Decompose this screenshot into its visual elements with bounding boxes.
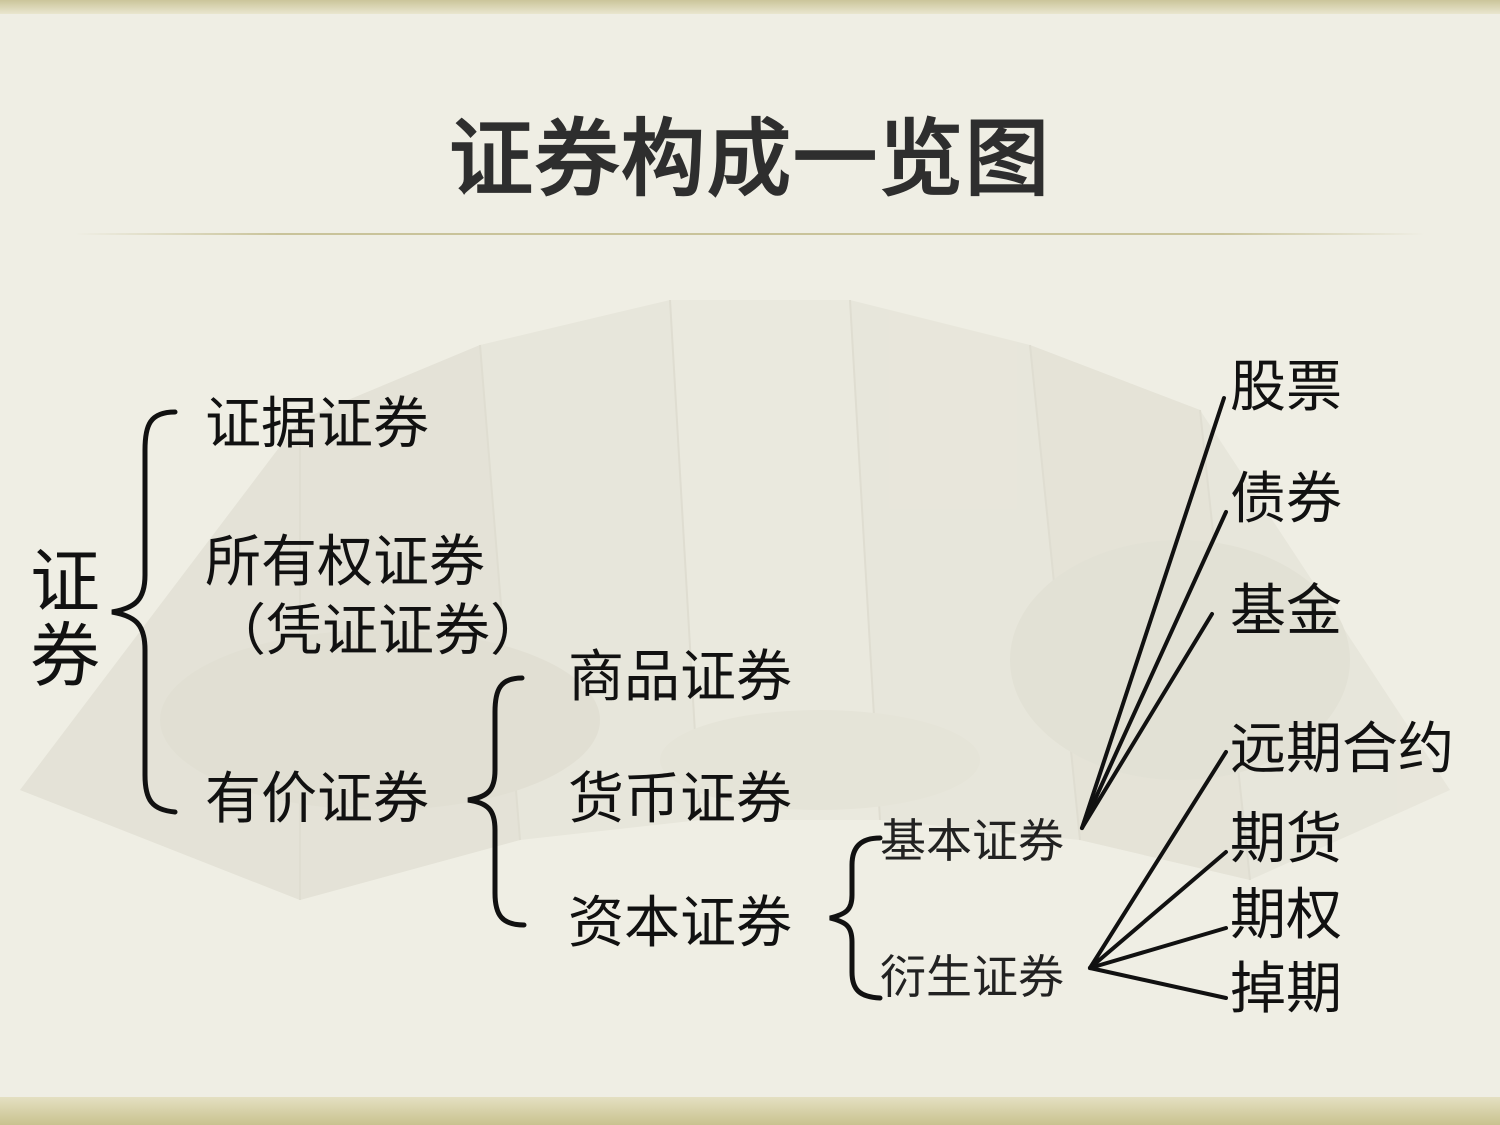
- item-futures: 期货: [1230, 807, 1342, 872]
- node-currency-securities: 货币证券: [568, 767, 792, 832]
- root-char-2: 券: [30, 615, 100, 697]
- root-label: 证 券: [30, 545, 110, 693]
- derivative-connectors: [1088, 750, 1228, 1000]
- root-char-1: 证: [30, 541, 100, 623]
- node-evidence-securities: 证据证券: [205, 392, 429, 457]
- item-swaps: 掉期: [1230, 957, 1342, 1022]
- node-capital-securities: 资本证券: [568, 891, 792, 956]
- bottom-band: [0, 1097, 1500, 1125]
- item-options: 期权: [1230, 883, 1342, 948]
- valuable-brace: [467, 675, 527, 928]
- node-commodity-securities: 商品证券: [568, 645, 792, 710]
- capital-brace: [829, 835, 883, 1001]
- item-forward-contract: 远期合约: [1230, 717, 1454, 782]
- node-valuable-securities: 有价证券: [205, 767, 429, 832]
- root-brace: [111, 409, 178, 815]
- node-basic-securities: 基本证券: [880, 814, 1064, 868]
- item-fund: 基金: [1230, 579, 1342, 644]
- top-band: [0, 0, 1500, 14]
- node-ownership-note: （凭证证券）: [210, 599, 546, 664]
- page-title: 证券构成一览图: [448, 110, 1051, 208]
- node-ownership-securities: 所有权证券: [205, 530, 485, 595]
- basic-connectors: [1080, 396, 1228, 830]
- item-stock: 股票: [1230, 355, 1342, 420]
- node-derivative-securities: 衍生证券: [880, 950, 1064, 1004]
- title-underline: [75, 233, 1425, 235]
- item-bond: 债券: [1230, 467, 1342, 532]
